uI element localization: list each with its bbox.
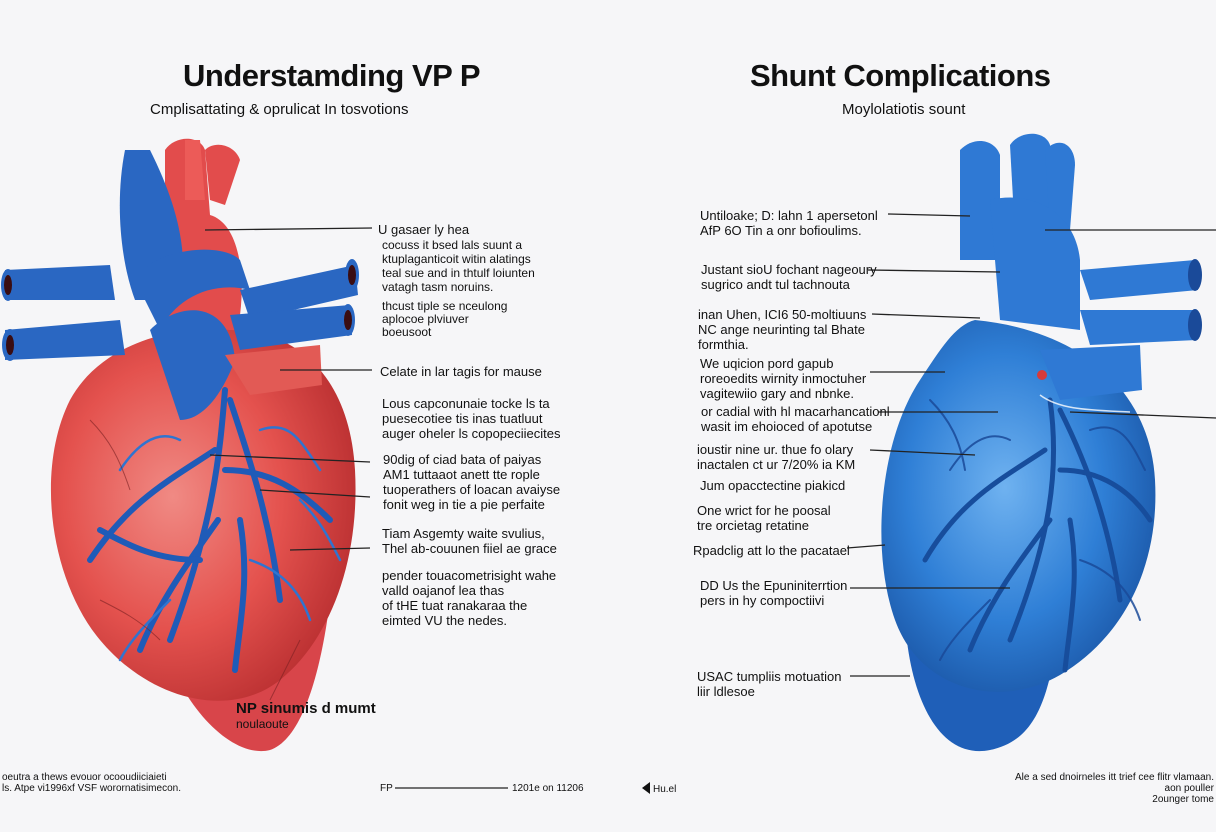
left-callout-5: Lous capconunaie tocke ls ta puesecotiee…: [382, 396, 561, 441]
right-title: Shunt Complications: [750, 58, 1051, 93]
left-coronary-veins: [87, 387, 333, 673]
right-callout-11: USAC tumpliis motuation liir ldlesoe: [697, 669, 842, 699]
callout-line: We uqicion pord gapub: [700, 356, 834, 371]
callout-line: formthia.: [698, 337, 749, 352]
left-subtitle: Cmplisattating & oprulicat In tosvotions: [150, 101, 409, 118]
callout-line: roreoedits wirnity inmoctuher: [700, 371, 867, 386]
right-callout-4: We uqicion pord gapub roreoedits wirnity…: [700, 356, 866, 401]
callout-line: cocuss it bsed lals suunt a: [382, 238, 523, 252]
right-footer: Ale a sed dnoirneles itt trief cee flitr…: [1000, 772, 1214, 805]
callout-line: of tHE tuat ranakaraa the: [382, 598, 528, 613]
right-artery-upper: [1080, 260, 1198, 300]
callout-line: aplocoe plviuver: [382, 312, 469, 326]
callout-line: valld oajanof lea thas: [382, 583, 505, 598]
callout-line: Justant sioU fochant nageoury: [701, 262, 877, 277]
callout-line: auger oheler ls copopeciiecites: [382, 426, 561, 441]
callout-line: vagitewiio gary and nbnke.: [700, 386, 854, 401]
callout-line: liir ldlesoe: [697, 684, 755, 699]
left-bottom-label: NP sinumis d mumt noulaoute: [236, 700, 376, 731]
callout-line: boeusoot: [382, 325, 432, 339]
footer-line-text: Ale a sed dnoirneles itt trief cee flitr…: [1015, 772, 1214, 794]
callout-line: Rpadclig att lo the pacatael: [693, 543, 850, 558]
right-callout-1: Untiloake; D: lahn 1 apersetonl AfP 6O T…: [700, 208, 878, 238]
callout-line: ioustir nine ur. thue fo olary: [697, 442, 854, 457]
footer-line-text: 2ounger tome: [1152, 794, 1214, 805]
left-callout-3: thcust tiple se nceulong aplocoe plviuve…: [382, 300, 507, 339]
callout-line: NC ange neurinting tal Bhate: [698, 322, 865, 337]
right-callout-7: Jum opacctectine piakicd: [700, 478, 845, 493]
left-artery-lower: [5, 320, 125, 360]
callout-line: puesecotiee tis inas tuatluut: [382, 411, 543, 426]
right-heart: [881, 133, 1202, 752]
left-callout-8: pender touacometrisight wahe valld oajan…: [382, 568, 556, 628]
right-coronary-veins: [922, 397, 1153, 673]
callout-line: U gasaer ly hea: [378, 222, 470, 237]
bottom-label-sub: noulaoute: [236, 717, 289, 731]
callout-line: One wrict for he poosal: [697, 503, 831, 518]
right-callout-5: or cadial with hl macarhancationl wasit …: [701, 404, 890, 434]
right-callout-8: One wrict for he poosal tre orcietag ret…: [697, 503, 831, 533]
callout-line: pender touacometrisight wahe: [382, 568, 557, 583]
center-footer-left: FP: [380, 783, 393, 794]
callout-line: AM1 tuttaaot anett tte rople: [383, 467, 540, 482]
right-leader-lines: [846, 213, 1216, 677]
callout-line: Celate in lar tagis for mause: [380, 364, 542, 379]
left-aorta: [165, 138, 242, 360]
right-artery-lower: [1080, 310, 1197, 345]
callout-line: Lous capconunaie tocke ls ta: [382, 396, 550, 411]
left-callout-6: 90dig of ciad bata of paiyas AM1 tuttaao…: [383, 452, 560, 512]
callout-line: Jum opacctectine piakicd: [700, 478, 846, 493]
footer-line-text: ls. Atpe vi1996xf VSF worornatisimecon.: [2, 783, 181, 794]
footer-line-text: oeutra a thews evouor ocooudiiciaieti: [2, 772, 167, 783]
callout-line: vatagh tasm noruins.: [382, 280, 494, 294]
left-leader-lines: [204, 227, 373, 551]
callout-line: USAC tumpliis motuation: [697, 669, 842, 684]
callout-line: inan Uhen, ICI6 50-moltiuuns: [698, 307, 867, 322]
center-footer-right: 1201e on 11206: [512, 783, 584, 794]
center-footer-arrow-label: Hu.el: [653, 784, 677, 795]
callout-line: AfP 6O Tin a onr bofioulims.: [700, 223, 862, 238]
callout-line: wasit im ehoioced of apotutse: [701, 419, 873, 434]
callout-line: Thel ab-couunen fiiel ae grace: [382, 541, 557, 556]
callout-line: DD Us the Epuniniterrtion: [700, 578, 848, 593]
right-callout-6: ioustir nine ur. thue fo olary inactalen…: [697, 442, 855, 472]
callout-line: teal sue and in thtulf loiunten: [382, 266, 535, 280]
callout-line: eimted VU the nedes.: [382, 613, 508, 628]
callout-line: inactalen ct ur 7/20% ia KM: [697, 457, 856, 472]
left-artery-upper: [5, 265, 115, 300]
left-callout-4: Celate in lar tagis for mause: [380, 364, 542, 379]
left-callout-7: Tiam Asgemty waite svulius, Thel ab-couu…: [382, 526, 557, 556]
right-subtitle: Moylolatiotis sount: [842, 101, 966, 118]
callout-line: or cadial with hl macarhancationl: [701, 404, 890, 419]
right-callout-3: inan Uhen, ICI6 50-moltiuuns NC ange neu…: [698, 307, 866, 352]
callout-line: tuoperathers of loacan avaiyse: [383, 482, 561, 497]
arrow-left-icon: [642, 782, 650, 794]
left-artery-right-lower: [230, 305, 352, 350]
right-callout-2: Justant sioU fochant nageoury sugrico an…: [701, 262, 877, 292]
callout-line: sugrico andt tul tachnouta: [701, 277, 850, 292]
left-title: Understamding VP P: [183, 58, 481, 93]
callout-line: Untiloake; D: lahn 1 apersetonl: [700, 208, 878, 223]
callout-line: thcust tiple se nceulong: [382, 299, 508, 313]
right-callout-9: Rpadclig att lo the pacatael: [693, 543, 850, 558]
callout-line: fonit weg in tie a pie perfaite: [383, 497, 545, 512]
left-heart-body: [50, 329, 356, 701]
left-callout-2: cocuss it bsed lals suunt a ktuplagantic…: [382, 238, 535, 294]
left-artery-right-upper: [240, 265, 358, 320]
callout-line: tre orcietag retatine: [697, 518, 810, 533]
left-footer: oeutra a thews evouor ocooudiiciaieti ls…: [2, 772, 181, 794]
callout-line: 90dig of ciad bata of paiyas: [383, 452, 542, 467]
callout-line: ktuplaganticoit witin alatings: [382, 252, 531, 266]
right-svc: [960, 140, 1000, 260]
right-callout-10: DD Us the Epuniniterrtion pers in hy com…: [700, 578, 847, 608]
left-callout-1: U gasaer ly hea: [378, 222, 469, 237]
callout-line: Tiam Asgemty waite svulius,: [382, 526, 545, 541]
bottom-label-title: NP sinumis d mumt: [236, 700, 376, 717]
callout-line: pers in hy compoctiivi: [700, 593, 825, 608]
left-heart: [1, 138, 359, 752]
